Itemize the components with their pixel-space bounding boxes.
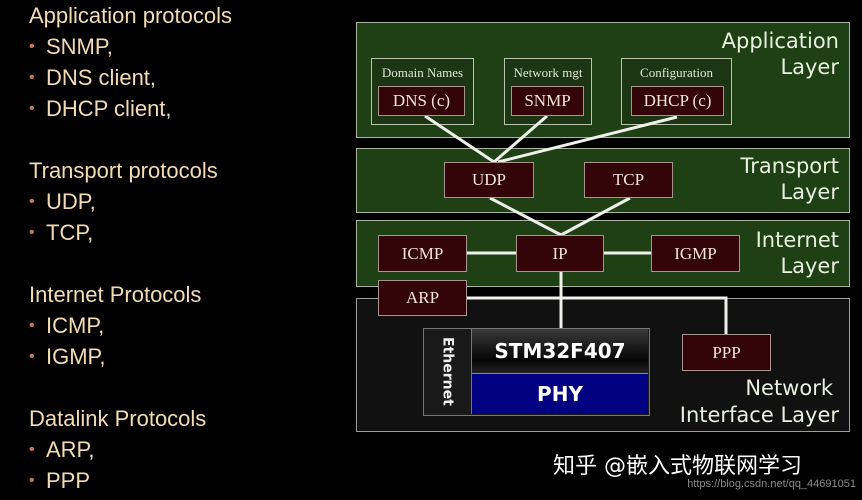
ip-box: IP xyxy=(516,235,604,272)
bullet-icon: • xyxy=(29,224,35,241)
icmp-box: ICMP xyxy=(378,235,467,272)
bullet-icon: • xyxy=(29,317,35,334)
bullet-icon: • xyxy=(29,193,35,210)
list-item-text: UDP, xyxy=(46,189,96,214)
line-snmp-udp xyxy=(493,114,548,164)
list-item: • ARP, xyxy=(29,434,232,465)
layer-label: Internet xyxy=(755,228,839,252)
layer-label: Layer xyxy=(780,55,839,79)
list-item-text: ICMP, xyxy=(46,313,105,338)
bullet-icon: • xyxy=(29,348,35,365)
line-tcp-ip xyxy=(560,196,631,237)
udp-box: UDP xyxy=(444,162,534,198)
layer-label: Layer xyxy=(780,254,839,278)
list-item-text: DNS client, xyxy=(46,65,157,90)
snmp-box: SNMP xyxy=(511,86,584,116)
dhcp-box: DHCP (c) xyxy=(631,86,724,116)
list-item-text: IGMP, xyxy=(46,344,106,369)
line-arp-ppp xyxy=(467,296,728,334)
protocol-list: Application protocols • SNMP, • DNS client… xyxy=(29,0,232,496)
line-dhcp-udp xyxy=(497,115,678,164)
list-item-text: PPP xyxy=(46,468,91,493)
list-item-text: DHCP client, xyxy=(46,96,172,121)
arp-box: ARP xyxy=(378,280,467,316)
layer-label: Application xyxy=(721,29,839,53)
dns-box: DNS (c) xyxy=(378,86,465,116)
line-udp-ip xyxy=(489,196,562,237)
list-item: • SNMP, xyxy=(29,31,232,62)
list-item: • UDP, xyxy=(29,186,232,217)
bullet-icon: • xyxy=(29,100,35,117)
bullet-icon: • xyxy=(29,69,35,86)
group-title: Network mgt xyxy=(513,65,583,80)
list-item-text: ARP, xyxy=(46,437,95,462)
list-item-text: SNMP, xyxy=(46,34,113,59)
mcu-label: STM32F407 xyxy=(472,329,648,374)
source-url: https://blog.csdn.net/qq_44691051 xyxy=(687,478,856,490)
ppp-box: PPP xyxy=(682,334,771,371)
list-item: • ICMP, xyxy=(29,310,232,341)
list-item: • DNS client, xyxy=(29,62,232,93)
phy-label: PHY xyxy=(472,374,648,414)
list-item-text: TCP, xyxy=(46,220,94,245)
group-title: Domain Names xyxy=(381,65,464,80)
list-heading-internet: Internet Protocols xyxy=(29,282,202,307)
layer-label: Transport xyxy=(740,154,839,178)
bullet-icon: • xyxy=(29,441,35,458)
watermark: 知乎 @嵌入式物联网学习 xyxy=(553,454,802,479)
list-item: • DHCP client, xyxy=(29,93,232,124)
tcp-box: TCP xyxy=(584,162,673,198)
layer-label: Network xyxy=(745,376,833,400)
ethernet-block: Ethernet STM32F407 PHY xyxy=(423,328,650,416)
bullet-icon: • xyxy=(29,472,35,489)
list-item: • PPP xyxy=(29,465,232,496)
list-heading-application: Application protocols xyxy=(29,3,233,28)
ethernet-label: Ethernet xyxy=(424,329,472,414)
line-dns-udp xyxy=(424,114,495,164)
igmp-box: IGMP xyxy=(651,235,740,272)
group-title: Configuration xyxy=(640,65,713,80)
layer-label: Interface Layer xyxy=(679,403,839,427)
layer-label: Layer xyxy=(780,180,839,204)
list-item: • IGMP, xyxy=(29,341,232,372)
bullet-icon: • xyxy=(29,38,35,55)
list-heading-datalink: Datalink Protocols xyxy=(29,406,207,431)
list-heading-transport: Transport protocols xyxy=(29,158,218,183)
list-item: • TCP, xyxy=(29,217,232,248)
